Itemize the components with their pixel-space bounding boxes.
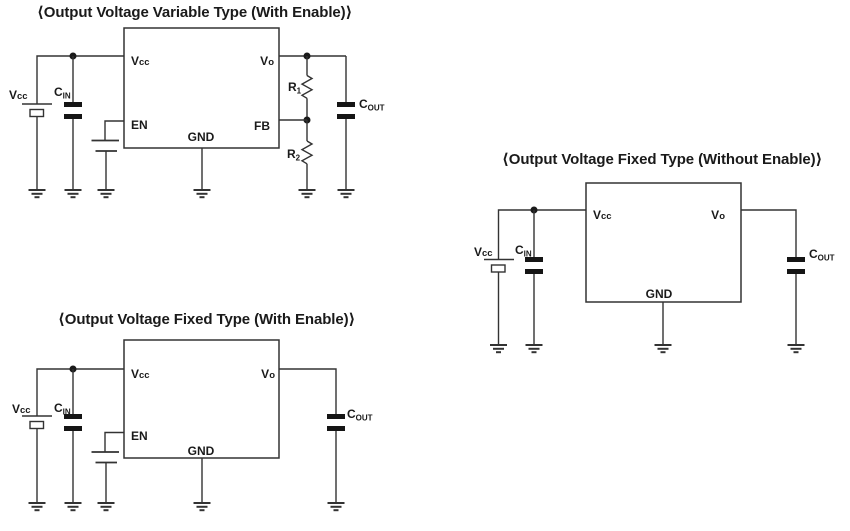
capacitor-cout (327, 414, 345, 431)
capacitor-plate (64, 426, 82, 431)
cin-label: CIN (54, 85, 71, 101)
wire-en (104, 120, 124, 141)
pin-label-en: EN (131, 429, 148, 443)
capacitor-plate (64, 414, 82, 419)
pin-label-gnd: GND (646, 287, 673, 301)
ground-symbol (96, 189, 116, 199)
ground-symbol (192, 502, 212, 512)
ground-symbol (489, 344, 508, 354)
circuit-title: ⟨Output Voltage Fixed Type (Without Enab… (502, 151, 822, 168)
vcc-supply-symbol (22, 415, 52, 430)
ground-symbol (297, 189, 317, 199)
ground-symbol (192, 189, 212, 199)
wire-vo (279, 368, 337, 414)
capacitor-cin (64, 414, 82, 431)
circuit-output-voltage-fixed-without-enable: ⟨Output Voltage Fixed Type (Without Enab… (474, 151, 835, 354)
pin-label-fb: FB (254, 119, 270, 133)
capacitor-cin (525, 257, 543, 274)
wire-vo (741, 209, 797, 257)
pin-label-vo: Vo (261, 367, 275, 381)
cout-label: COUT (359, 97, 385, 113)
capacitor-plate (64, 102, 82, 107)
ground-symbol (326, 502, 346, 512)
wire-vcc-input (36, 368, 124, 416)
ground-symbol (96, 502, 116, 512)
ground-symbol (27, 502, 47, 512)
pin-label-vcc: Vcc (593, 208, 612, 222)
ground-symbol (786, 344, 806, 354)
r1-label: R1 (288, 80, 302, 96)
pin-label-vcc: Vcc (131, 54, 150, 68)
pin-label-gnd: GND (188, 130, 215, 144)
ground-symbol (524, 344, 544, 354)
supply-box (490, 264, 506, 273)
ground-symbol (27, 189, 47, 199)
wire-vcc-input (36, 55, 124, 104)
pin-label-gnd: GND (188, 444, 215, 458)
cout-label: COUT (809, 247, 835, 263)
circuit-output-voltage-fixed-with-enable: ⟨Output Voltage Fixed Type (With Enable)… (12, 311, 373, 512)
enable-switch-symbol (91, 451, 119, 464)
circuit-output-voltage-variable-with-enable: ⟨Output Voltage Variable Type (With Enab… (9, 4, 385, 199)
ground-symbol (63, 189, 83, 199)
supply-box (29, 108, 45, 118)
vcc-supply-symbol (22, 103, 52, 118)
capacitor-plate (64, 114, 82, 119)
ic-body (585, 182, 742, 303)
supply-label: Vcc (12, 402, 31, 416)
capacitor-cin (64, 102, 82, 119)
pin-label-vo: Vo (260, 54, 274, 68)
capacitor-cout (337, 102, 355, 119)
capacitor-cout (787, 257, 805, 274)
supply-label: Vcc (474, 245, 493, 259)
cin-label: CIN (515, 243, 532, 259)
enable-switch-symbol (91, 139, 119, 152)
cin-label: CIN (54, 401, 71, 417)
vcc-supply-symbol (484, 258, 514, 273)
ground-symbol (336, 189, 356, 199)
wire-vcc-input (497, 209, 586, 260)
capacitor-plate (787, 257, 805, 262)
capacitor-plate (337, 114, 355, 119)
pin-label-vcc: Vcc (131, 367, 150, 381)
wire-en (104, 431, 124, 452)
capacitor-plate (525, 257, 543, 262)
circuit-title: ⟨Output Voltage Fixed Type (With Enable)… (58, 311, 355, 328)
resistor-r1 (300, 74, 314, 99)
capacitor-plate (787, 269, 805, 274)
pin-label-en: EN (131, 118, 148, 132)
supply-box (29, 420, 45, 430)
capacitor-plate (327, 414, 345, 419)
supply-label: Vcc (9, 88, 28, 102)
r2-label: R2 (287, 147, 301, 163)
capacitor-plate (337, 102, 355, 107)
capacitor-plate (327, 426, 345, 431)
cout-label: COUT (347, 407, 373, 423)
circuit-title: ⟨Output Voltage Variable Type (With Enab… (37, 4, 352, 21)
pin-label-vo: Vo (711, 208, 725, 222)
ground-symbol (653, 344, 673, 354)
capacitor-plate (525, 269, 543, 274)
resistor-r2 (300, 140, 314, 165)
ground-symbol (63, 502, 83, 512)
